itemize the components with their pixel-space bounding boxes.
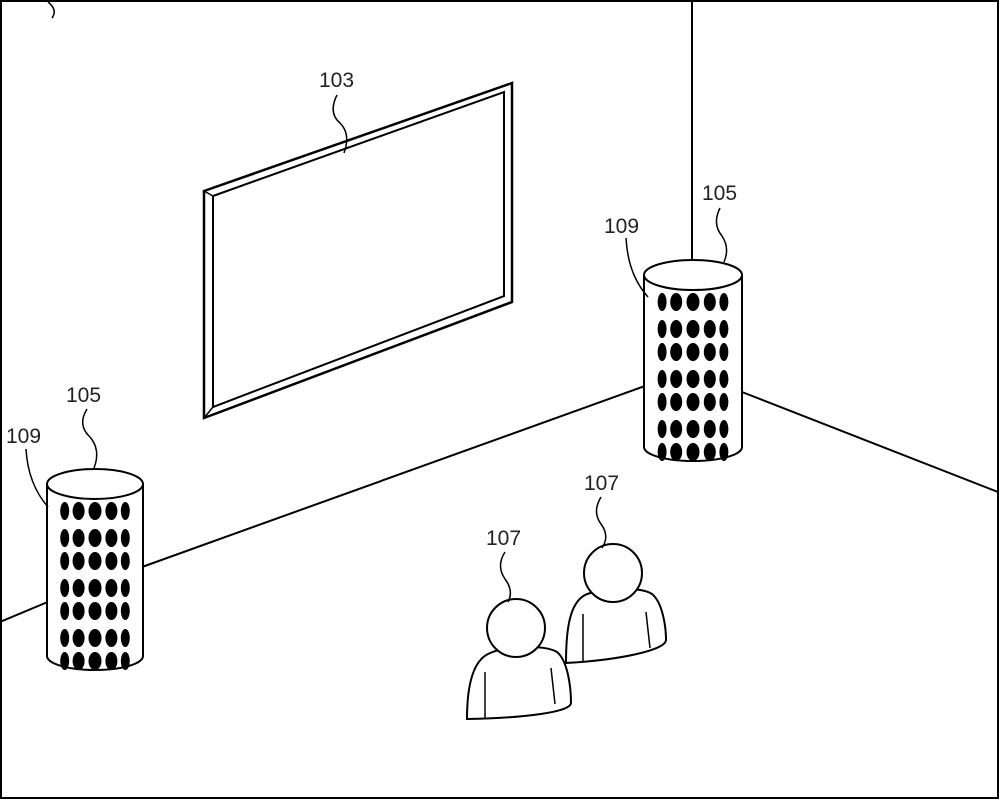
label-speaker-left: 105 [66, 384, 101, 407]
speaker-left-grille [60, 502, 130, 670]
grille-dot [60, 652, 70, 670]
speaker-right-grille [657, 293, 729, 461]
grille-dot [120, 652, 130, 670]
grille-dot [703, 343, 716, 361]
grille-dot [719, 443, 729, 461]
grille-dot [72, 502, 85, 520]
label-speaker-right-grille: 109 [604, 215, 639, 238]
grille-dot [670, 370, 683, 388]
grille-dot [72, 602, 85, 620]
leader-listener-back [595, 496, 607, 549]
grille-dot [88, 629, 102, 647]
leader-speaker-left [81, 408, 98, 469]
grille-dot [686, 443, 700, 461]
grille-dot [657, 320, 667, 338]
grille-dot [105, 552, 118, 570]
grille-dot [686, 393, 700, 411]
label-speaker-left-grille: 109 [6, 425, 41, 448]
listener-back [564, 543, 668, 665]
grille-dot [703, 443, 716, 461]
grille-dot [105, 629, 118, 647]
grille-dot [657, 293, 667, 311]
listener-front [465, 598, 573, 721]
grille-dot [72, 552, 85, 570]
grille-dot [719, 393, 729, 411]
floor-edge-right [741, 391, 999, 493]
grille-dot [670, 293, 683, 311]
wall-display [202, 81, 514, 420]
grille-dot [686, 343, 700, 361]
grille-dot [719, 320, 729, 338]
grille-dot [670, 343, 683, 361]
grille-dot [719, 293, 729, 311]
corner-mark [47, 1, 55, 19]
grille-dot [88, 502, 102, 520]
grille-dot [719, 370, 729, 388]
floor-edge-left-mid [141, 385, 646, 568]
grille-dot [703, 393, 716, 411]
label-speaker-right: 105 [702, 182, 737, 205]
floor-edge-left [0, 600, 51, 623]
grille-dot [72, 629, 85, 647]
grille-dot [670, 393, 683, 411]
label-display: 103 [319, 69, 354, 92]
leader-display [332, 94, 348, 154]
leader-speaker-right [715, 207, 728, 263]
grille-dot [60, 529, 70, 547]
grille-dot [120, 502, 130, 520]
grille-dot [105, 652, 118, 670]
grille-dot [719, 420, 729, 438]
speaker-left [46, 468, 144, 671]
grille-dot [686, 320, 700, 338]
grille-dot [72, 579, 85, 597]
grille-dot [657, 420, 667, 438]
grille-dot [703, 370, 716, 388]
grille-dot [657, 443, 667, 461]
label-listener-back: 107 [584, 472, 619, 495]
grille-dot [719, 343, 729, 361]
grille-dot [120, 529, 130, 547]
grille-dot [657, 343, 667, 361]
grille-dot [88, 652, 102, 670]
grille-dot [670, 420, 683, 438]
leader-listener-front [499, 551, 512, 603]
speaker-right [643, 259, 743, 462]
grille-dot [686, 370, 700, 388]
leader-speaker-left-grille [25, 448, 49, 508]
grille-dot [60, 629, 70, 647]
grille-dot [88, 602, 102, 620]
grille-dot [105, 502, 118, 520]
grille-dot [703, 420, 716, 438]
grille-dot [120, 552, 130, 570]
leader-speaker-right-grille [625, 237, 649, 298]
grille-dot [703, 320, 716, 338]
grille-dot [105, 579, 118, 597]
grille-dot [88, 552, 102, 570]
grille-dot [60, 552, 70, 570]
grille-dot [657, 370, 667, 388]
label-listener-front: 107 [486, 527, 521, 550]
grille-dot [686, 293, 700, 311]
grille-dot [60, 579, 70, 597]
grille-dot [120, 629, 130, 647]
grille-dot [88, 579, 102, 597]
grille-dot [72, 529, 85, 547]
grille-dot [670, 443, 683, 461]
grille-dot [703, 293, 716, 311]
grille-dot [60, 602, 70, 620]
grille-dot [686, 420, 700, 438]
grille-dot [88, 529, 102, 547]
grille-dot [105, 602, 118, 620]
grille-dot [105, 529, 118, 547]
grille-dot [670, 320, 683, 338]
grille-dot [60, 502, 70, 520]
grille-dot [657, 393, 667, 411]
grille-dot [120, 602, 130, 620]
grille-dot [72, 652, 85, 670]
grille-dot [120, 579, 130, 597]
